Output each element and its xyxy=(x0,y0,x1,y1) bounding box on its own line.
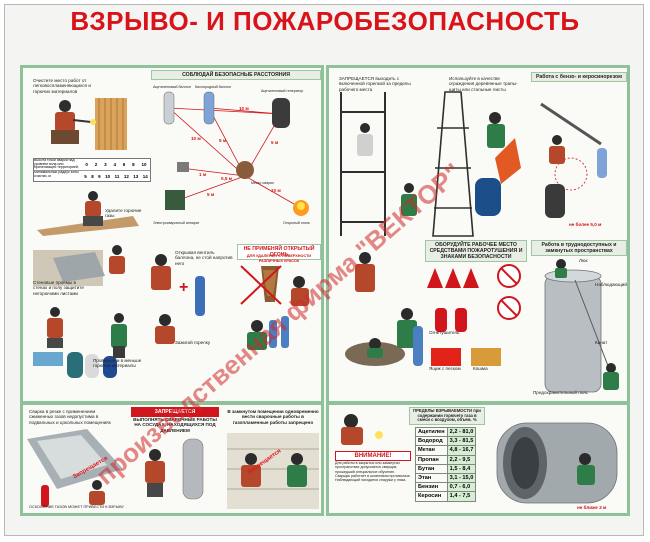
left-panel: Очистите место работ от легковоспламеняю… xyxy=(20,65,324,404)
scaffold-illustration xyxy=(340,92,417,236)
attention-text: Для работы в закрытых или замкнутых прос… xyxy=(335,461,411,483)
limits-gas: Метан xyxy=(415,445,448,456)
cleaning-text: Очистите место работ от легковоспламеняю… xyxy=(33,78,91,94)
confined-room-illustration xyxy=(227,433,319,509)
limits-range: 3,3 - 81,5 xyxy=(446,436,477,447)
no-fire-header: НЕ ПРИМЕНЯЙ ОТКРЫТЫЙ ОГОНЬ xyxy=(237,244,321,260)
limits-gas: Керосин xyxy=(415,491,448,502)
bottom-right-text: В замкнутом помещении одновременно вести… xyxy=(227,409,319,425)
no-fire-sub: ДЛЯ УДАЛЕНИЯ С ПОВЕРХНОСТИ РАЗЛИЧНЫХ КРА… xyxy=(246,254,312,264)
label-acetylene: Ацетиленовый баллон xyxy=(153,85,191,89)
wall-text: Стеновые проемы в стенах и полу защитите… xyxy=(33,280,84,296)
tank-label-belt: Предохранительный пояс xyxy=(533,390,589,395)
limits-header: ПРЕДЕЛЫ ВЗРЫВАЕМОСТИ при содержании горю… xyxy=(409,407,485,425)
remove-gases-text: Удалите горючие газы xyxy=(105,208,142,219)
table-row-label: Высота точки сварки над уровнем пола или… xyxy=(34,159,79,170)
poster-title: ВЗРЫВО- И ПОЖАРОБЕЗОПАСНОСТЬ xyxy=(70,6,580,36)
dist-label-8: 5 м xyxy=(207,192,215,197)
dist-label-7: 0,5 м xyxy=(221,176,233,181)
limits-range: 4,8 - 16,7 xyxy=(446,445,477,456)
worker-illustration-3 xyxy=(33,245,125,286)
attention-header: ВНИМАНИЕ! xyxy=(335,451,411,461)
dist-label-2: 5 м xyxy=(271,140,279,145)
worker-illustration-4 xyxy=(33,307,127,378)
limits-gas: Водород xyxy=(415,436,448,447)
dist-label-6: 1 м xyxy=(199,172,207,177)
tank-label-hatch: Люк xyxy=(579,258,588,263)
sign-header: ОБОРУДУЙТЕ РАБОЧЕЕ МЕСТО СРЕДСТВАМИ ПОЖА… xyxy=(425,240,527,262)
limits-range: 3,1 - 15,0 xyxy=(446,472,477,484)
welder-illustration-1 xyxy=(51,98,127,150)
cylinder-text: Открывая вентиль баллона, не стой напрот… xyxy=(175,250,233,266)
bottom-right-panel: ПРЕДЕЛЫ ВЗРЫВАЕМОСТИ при содержании горю… xyxy=(326,402,630,516)
forbidden-text: ЗАПРЕЩАЕТСЯ выходить с включенной горелк… xyxy=(339,76,411,92)
limits-range: 0,7 - 6,0 xyxy=(446,482,477,493)
manhole-illustration xyxy=(345,252,423,366)
dist-label-4: 5 м xyxy=(219,138,227,143)
tank-label-rope: Канат xyxy=(595,340,608,345)
limits-gas: Бутан xyxy=(415,463,448,474)
label-weld-machine: Электросварочный аппарат xyxy=(153,221,200,225)
table-row2-label: Минимальный радиус зоны очистки, м xyxy=(34,171,79,178)
dist-label-1: 10 м xyxy=(239,106,249,111)
safe-distance-diagram: 10 м 5 м 10 м 5 м 10 м 1 м 0,5 м 5 м Аце… xyxy=(153,85,310,225)
limits-gas: Пропан xyxy=(415,454,448,465)
limits-range: 1,4 - 7,5 xyxy=(446,491,477,502)
tower-illustration xyxy=(432,91,521,237)
tank-cross-section xyxy=(496,422,618,504)
bottom-left-panel: Сварка в резке с применением сжиженных г… xyxy=(20,402,324,516)
cylinder-worker: + xyxy=(151,254,205,344)
worker-illustration-2 xyxy=(37,191,139,236)
petrol-header: Работа с бензо- и керосинорезом xyxy=(531,72,627,82)
limits-gas: Этан xyxy=(415,472,448,484)
label-generator: Ацетиленовый генератор xyxy=(261,89,303,93)
label-weld-place: Место сварки xyxy=(251,181,274,185)
extinguisher-illustration xyxy=(427,264,521,366)
hoses-text: Проверьте и в меньше горючие материалы xyxy=(93,358,142,369)
distance-note: не более 5,0 м xyxy=(569,222,602,227)
lighter-text: Зажигай горелку xyxy=(175,340,211,345)
tank-header: Работа в труднодоступных и замкнутых про… xyxy=(531,240,627,256)
extinguisher-label-2: Ящик с песком xyxy=(429,366,461,371)
label-oxygen: Кислородный баллон xyxy=(195,85,231,89)
tank-label-observer: Наблюдающий xyxy=(595,282,627,287)
limits-range: 1,5 - 8,4 xyxy=(446,463,477,474)
svg-text:+: + xyxy=(179,279,188,296)
right-panel: ЗАПРЕЩАЕТСЯ выходить с включенной горелк… xyxy=(326,65,630,404)
distance-note-2: не ближе 3 м xyxy=(577,505,607,510)
pressure-vessel-illustration xyxy=(145,438,204,500)
tank-illustration xyxy=(544,259,619,393)
limits-gas: Бензин xyxy=(415,482,448,493)
basement-illustration xyxy=(27,429,123,507)
scaffold-text: Используйте в качестве ограждения деревя… xyxy=(449,76,518,92)
extinguisher-label-1: Огнетушитель xyxy=(429,330,460,335)
bottom-left-text: Сварка в резке с применением сжиженных г… xyxy=(29,409,111,425)
limits-range: 2,2 - 81,0 xyxy=(446,426,477,438)
safe-distance-header: СОБЛЮДАЙ БЕЗОПАСНЫЕ РАССТОЯНИЯ xyxy=(151,70,321,80)
dist-label-3: 10 м xyxy=(191,136,201,141)
bottom-caption: ОСКОЛ/ЕНИЕ ГАЗОВ МОЖЕТ ПРИВЕСТИ К ВЗРЫВУ xyxy=(29,505,124,509)
extinguisher-label-3: Кошма xyxy=(473,366,488,371)
clean-zone-table: Высота точки сварки над уровнем пола или… xyxy=(33,158,151,182)
label-open-fire: Открытый огонь xyxy=(283,221,310,225)
no-fire-illustration xyxy=(240,265,309,350)
bottom-mid-text: ВЫПОЛНЯТЬ СВАРОЧНЫЕ РАБОТЫ НА СОСУДАХ, Н… xyxy=(133,417,217,433)
attention-welder xyxy=(341,414,383,445)
dist-label-5: 10 м xyxy=(271,188,281,193)
limits-gas: Ацетилен xyxy=(415,426,448,438)
petrol-cutter-diagram xyxy=(540,102,607,218)
bottom-mid-header: ЗАПРЕЩАЕТСЯ xyxy=(131,407,219,417)
limits-range: 2,2 - 9,5 xyxy=(446,454,477,465)
